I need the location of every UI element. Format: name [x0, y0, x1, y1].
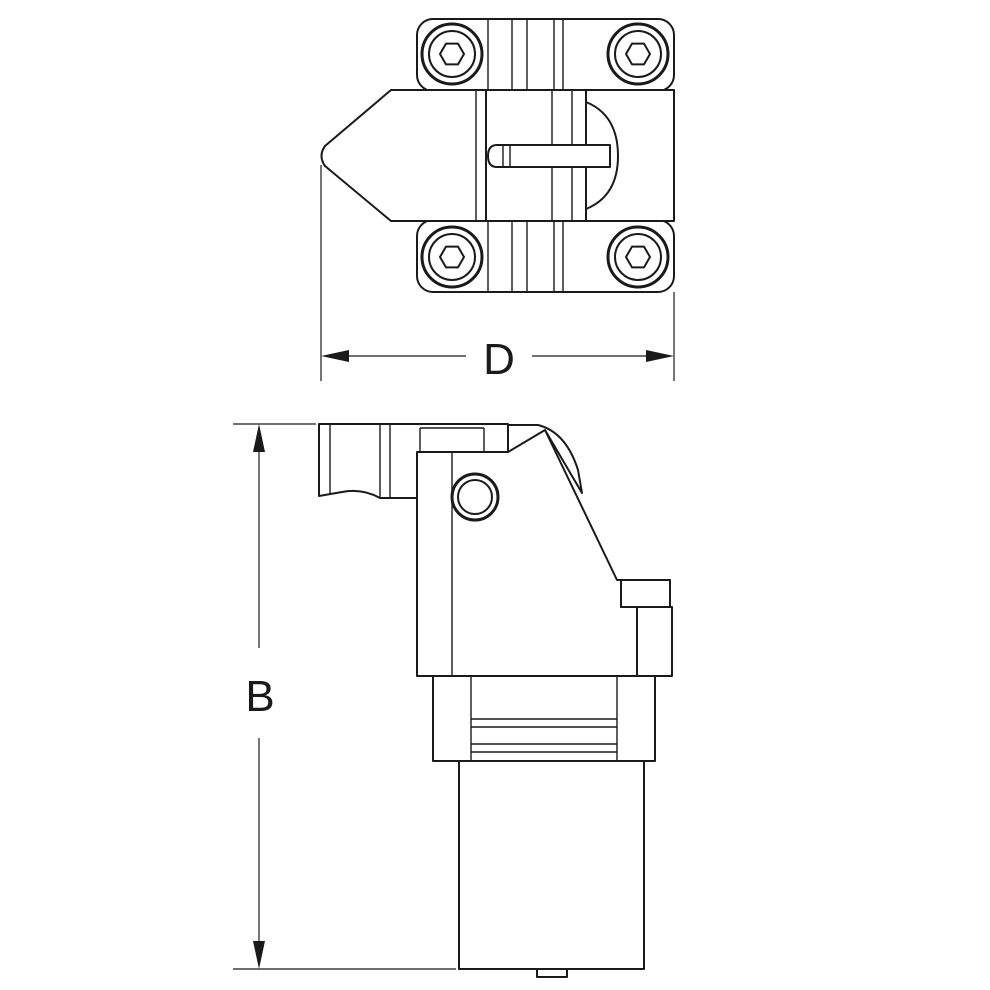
arrow-right — [646, 350, 674, 362]
cylinder — [458, 759, 645, 970]
housing-step-block — [636, 606, 673, 677]
dimension-label-d: D — [483, 335, 515, 384]
dimension-label-b: B — [245, 672, 274, 721]
dimension-b: B — [233, 423, 456, 970]
cylinder-end-stub — [536, 968, 568, 978]
top-flange-plate — [416, 18, 675, 92]
screw-top-right — [606, 22, 670, 86]
dimension-d: D — [320, 165, 675, 384]
bottom-flange-plate — [416, 219, 675, 293]
clamp-arm-side — [318, 423, 509, 499]
pivot-pin — [487, 144, 611, 168]
arrow-left — [321, 350, 349, 362]
arrow-up — [253, 424, 265, 452]
pivot-cam — [507, 424, 583, 494]
flange-grooves — [487, 19, 564, 292]
pivot-pin-side — [450, 472, 500, 522]
clamp-arm-top — [320, 89, 487, 222]
top-view — [320, 18, 675, 293]
screw-bottom-right — [606, 225, 670, 289]
clamp-housing — [416, 429, 638, 677]
side-view — [318, 423, 673, 978]
screw-bottom-left — [420, 225, 484, 289]
screw-top-left — [420, 22, 484, 86]
arrow-down — [253, 941, 265, 969]
